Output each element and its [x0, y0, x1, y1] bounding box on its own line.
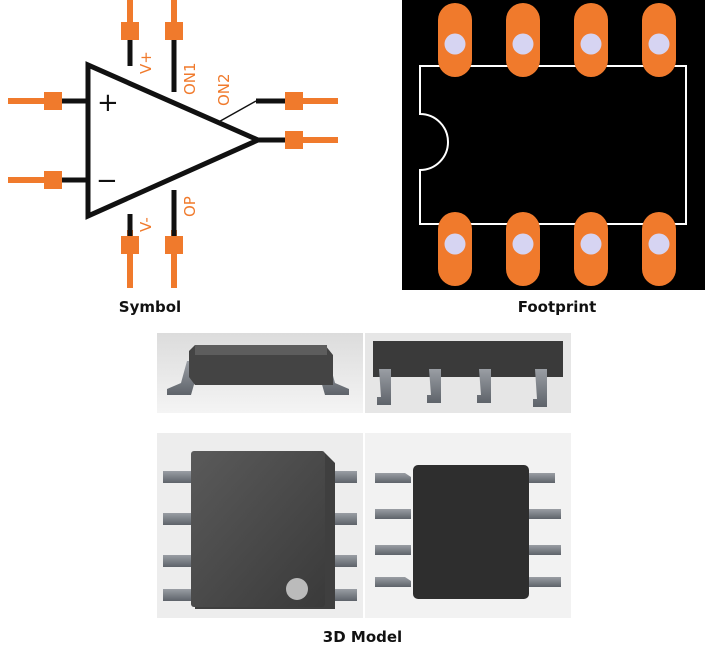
opamp-symbol: + − V+ ON1 ON2 V- OP [8, 0, 338, 288]
label-vplus: V+ [137, 51, 155, 74]
amplifier-triangle [85, 61, 265, 220]
side-view [157, 333, 363, 413]
model-caption: 3D Model [322, 628, 403, 646]
pcb-footprint [402, 0, 705, 290]
pad-hole-top-1 [444, 33, 466, 55]
pad-group [438, 3, 676, 286]
top-view-flat [365, 433, 571, 618]
pad-hole-top-2 [512, 33, 534, 55]
package-outline [419, 65, 687, 225]
symbol-caption: Symbol [118, 298, 182, 316]
plus-sign: + [97, 88, 119, 118]
label-on2: ON2 [215, 73, 233, 106]
footprint-caption: Footprint [517, 298, 597, 316]
pad-hole-top-3 [580, 33, 602, 55]
pad-hole-bottom-2 [512, 233, 534, 255]
end-view [365, 333, 571, 413]
label-op: OP [181, 196, 199, 217]
symbol-pins [8, 0, 338, 288]
pad-hole-bottom-4 [648, 233, 670, 255]
pin1-dot [286, 578, 308, 600]
label-vminus: V- [137, 217, 155, 232]
package-3d-model [157, 333, 571, 618]
label-on1: ON1 [181, 62, 199, 95]
pad-hole-top-4 [648, 33, 670, 55]
pad-hole-bottom-1 [444, 233, 466, 255]
pad-hole-bottom-3 [580, 233, 602, 255]
top-view-3d [157, 433, 363, 618]
minus-sign: − [96, 166, 118, 196]
